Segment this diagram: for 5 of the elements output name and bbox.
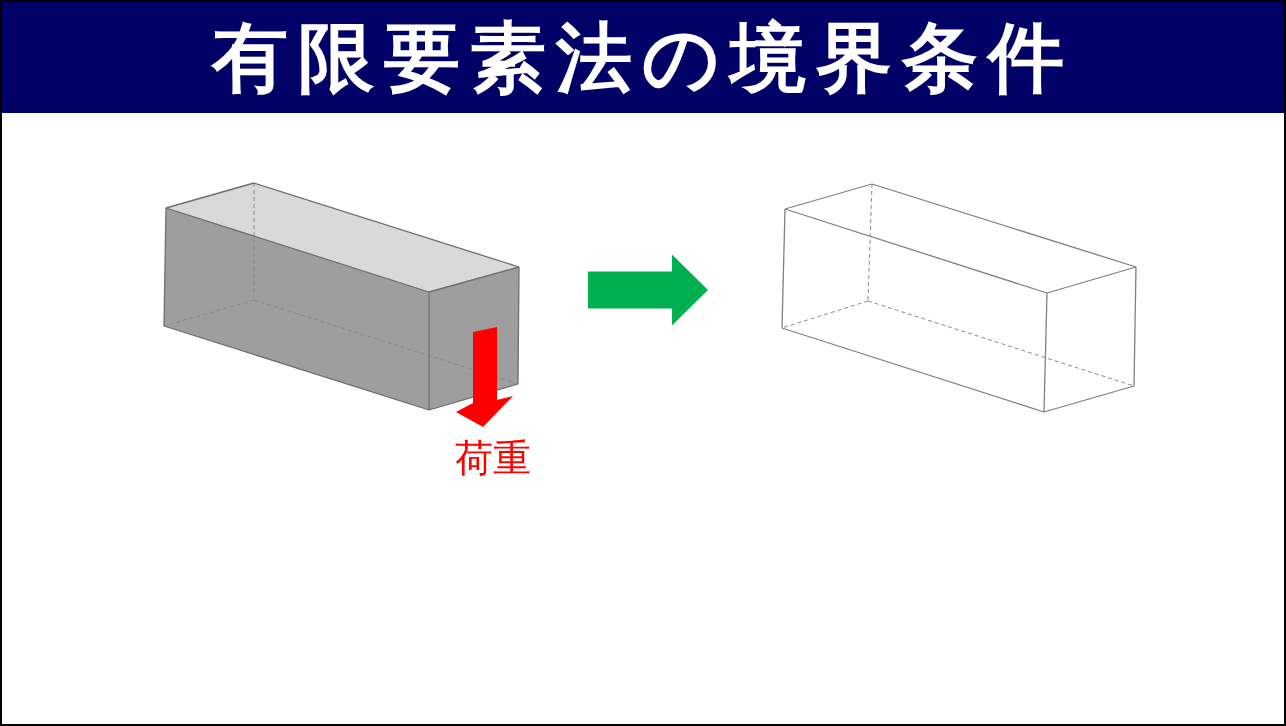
wireframe-cuboid: [779, 181, 1139, 414]
shaded-cuboid: [162, 181, 522, 413]
block-arrow: [588, 254, 708, 326]
title: 有限要素法の境界条件: [212, 19, 1074, 96]
load-label: 荷重: [455, 439, 531, 477]
